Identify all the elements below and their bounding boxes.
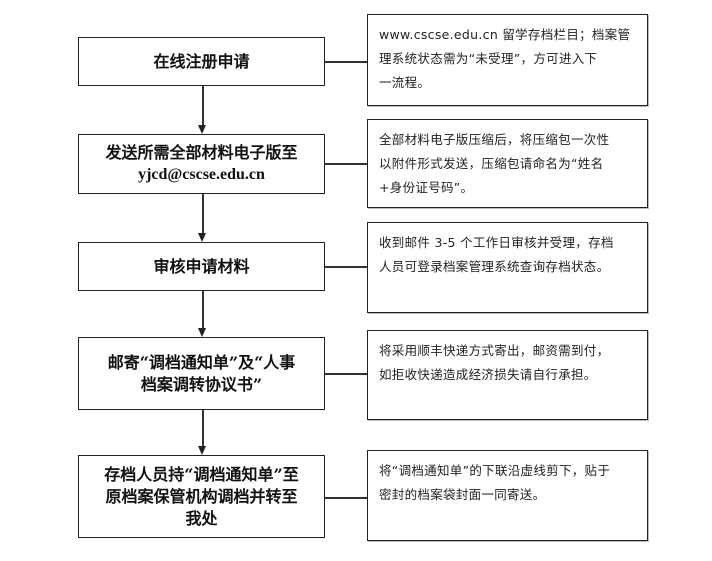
note-line: 全部材料电子版压缩后，将压缩包一次性 xyxy=(379,132,610,147)
note-line: 人员可登录档案管理系统查询存档状态。 xyxy=(379,259,610,274)
step-text: 存档人员持“调档通知单”至 xyxy=(104,464,299,484)
note-line: +身份证号码”。 xyxy=(379,180,474,195)
note-box-review: 收到邮件 3-5 个工作日审核并受理，存档 人员可登录档案管理系统查询存档状态。 xyxy=(367,222,648,313)
arrow-down-icon xyxy=(198,125,206,134)
note-connector-4 xyxy=(325,373,367,375)
flow-connector-3-4 xyxy=(202,291,204,329)
step-text: 在线注册申请 xyxy=(153,51,250,71)
step-text: 原档案保管机构调档并转至 xyxy=(105,486,298,506)
step-text: 邮寄“调档通知单”及“人事 xyxy=(107,352,296,372)
note-line: 理系统状态需为“未受理”，方可进入下 xyxy=(379,51,598,66)
step-text: 档案调转协议书” xyxy=(140,374,263,394)
note-connector-1 xyxy=(325,61,367,63)
step-box-mail-documents: 邮寄“调档通知单”及“人事 档案调转协议书” xyxy=(78,337,325,410)
note-connector-5 xyxy=(325,497,367,499)
step-text: 发送所需全部材料电子版至 xyxy=(105,143,298,162)
step-box-online-registration: 在线注册申请 xyxy=(78,37,325,86)
note-connector-3 xyxy=(325,266,367,268)
flow-connector-4-5 xyxy=(202,410,204,447)
flow-connector-2-3 xyxy=(202,194,204,234)
step-box-review-materials: 审核申请材料 xyxy=(78,242,325,291)
note-line: 收到邮件 3-5 个工作日审核并受理，存档 xyxy=(379,235,614,250)
step-box-send-materials: 发送所需全部材料电子版至 yjcd@cscse.edu.cn xyxy=(78,134,325,194)
note-line: 如拒收快递造成经济损失请自行承担。 xyxy=(379,367,597,382)
note-line: 将“调档通知单”的下联沿虚线剪下，贴于 xyxy=(379,463,611,478)
note-box-mailing: 将采用顺丰快递方式寄出，邮资需到付， 如拒收快递造成经济损失请自行承担。 xyxy=(367,330,648,420)
step-text: 审核申请材料 xyxy=(153,256,250,276)
note-line: 一流程。 xyxy=(379,75,431,90)
email-address: yjcd@cscse.edu.cn xyxy=(138,166,265,183)
note-line: 密封的档案袋封面一同寄送。 xyxy=(379,487,546,502)
note-connector-2 xyxy=(325,163,367,165)
flow-connector-1-2 xyxy=(202,86,204,126)
arrow-down-icon xyxy=(198,233,206,242)
step-box-transfer-archive: 存档人员持“调档通知单”至 原档案保管机构调档并转至 我处 xyxy=(78,455,325,538)
note-line: www.cscse.edu.cn 留学存档栏目；档案管 xyxy=(379,27,631,42)
step-text: 我处 xyxy=(185,508,218,528)
arrow-down-icon xyxy=(198,446,206,455)
note-box-send-materials: 全部材料电子版压缩后，将压缩包一次性 以附件形式发送，压缩包请命名为“姓名 +身… xyxy=(367,119,648,208)
note-line: 以附件形式发送，压缩包请命名为“姓名 xyxy=(379,156,604,171)
arrow-down-icon xyxy=(198,328,206,337)
note-box-registration: www.cscse.edu.cn 留学存档栏目；档案管 理系统状态需为“未受理”… xyxy=(367,14,648,106)
note-line: 将采用顺丰快递方式寄出，邮资需到付， xyxy=(379,343,610,358)
note-box-transfer: 将“调档通知单”的下联沿虚线剪下，贴于 密封的档案袋封面一同寄送。 xyxy=(367,450,648,541)
